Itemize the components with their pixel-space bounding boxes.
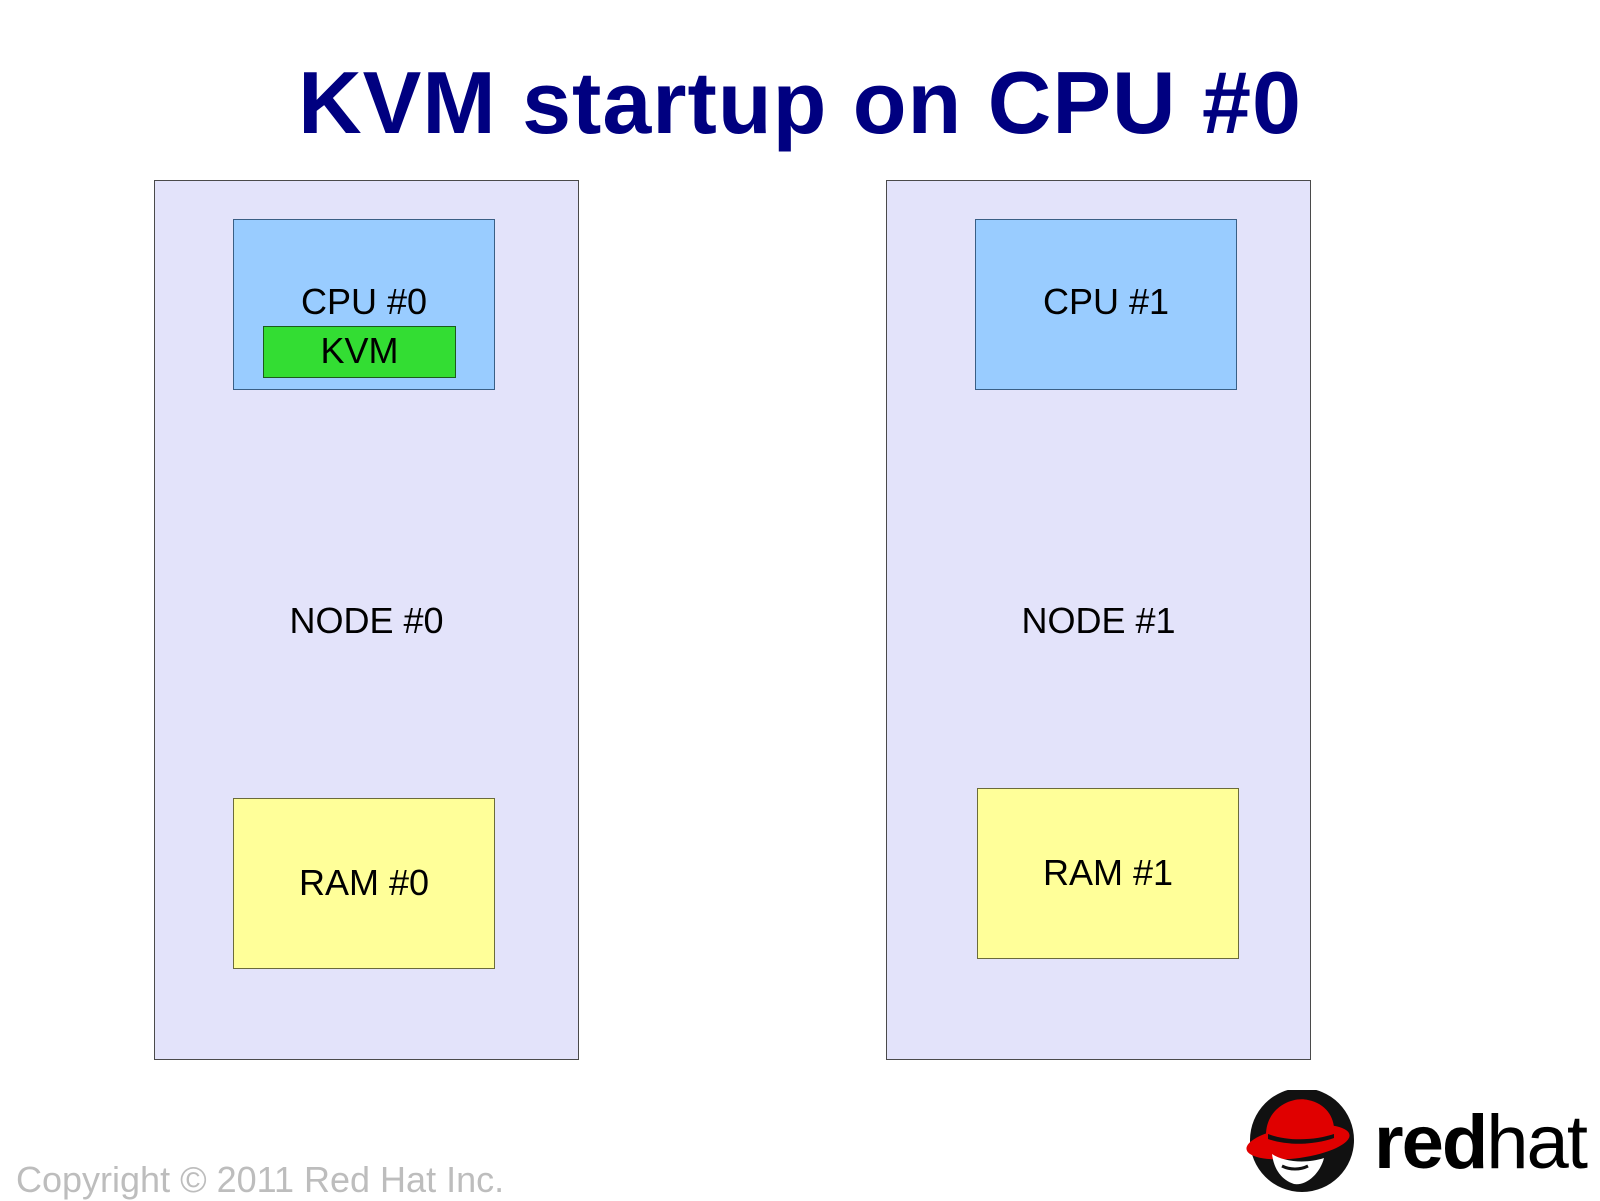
page-title: KVM startup on CPU #0: [298, 53, 1302, 152]
logo-word-red: red: [1374, 1100, 1488, 1185]
ram-1-label: RAM #1: [1042, 852, 1174, 893]
node-1-label: NODE #1: [1021, 600, 1176, 641]
copyright-text: Copyright © 2011 Red Hat Inc.: [16, 1159, 505, 1200]
ram-1-box: RAM #1: [977, 788, 1239, 959]
kvm-box: KVM: [263, 326, 456, 378]
logo-word-hat: hat: [1486, 1100, 1588, 1185]
redhat-shadowman-icon: [1246, 1090, 1354, 1200]
cpu-1-label: CPU #1: [1042, 281, 1170, 322]
cpu-0-label: CPU #0: [300, 281, 428, 322]
cpu-0-box: CPU #0 KVM: [233, 219, 495, 390]
node-1-box: CPU #1 NODE #1 RAM #1: [886, 180, 1311, 1060]
redhat-logo: redhat: [1244, 1090, 1594, 1200]
redhat-wordmark: redhat: [1374, 1098, 1588, 1188]
cpu-1-box: CPU #1: [975, 219, 1237, 390]
ram-0-box: RAM #0: [233, 798, 495, 969]
node-0-label: NODE #0: [289, 600, 444, 641]
ram-0-label: RAM #0: [298, 862, 430, 903]
node-0-box: CPU #0 KVM NODE #0 RAM #0: [154, 180, 579, 1060]
